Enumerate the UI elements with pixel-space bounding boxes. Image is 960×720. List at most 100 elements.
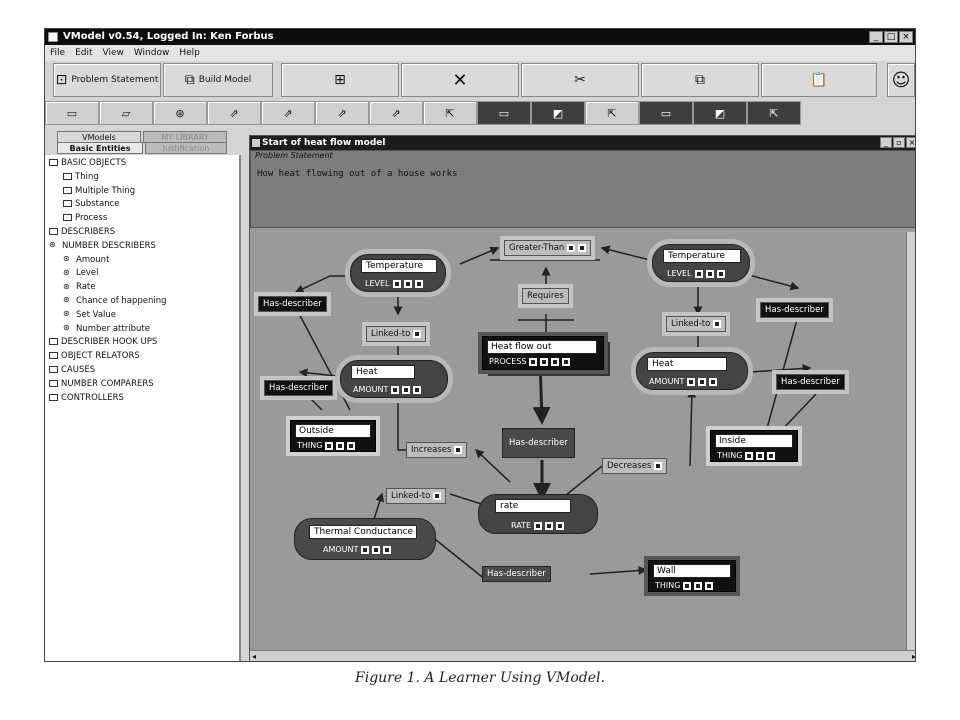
copy-button[interactable]: ⧉: [641, 63, 759, 97]
vertical-scrollbar[interactable]: [906, 232, 915, 652]
tab-basic-entities[interactable]: Basic Entities: [57, 142, 143, 154]
menu-edit[interactable]: Edit: [75, 48, 93, 58]
mini-icon[interactable]: [578, 243, 587, 252]
mini-icon[interactable]: [433, 491, 442, 500]
tree-item[interactable]: NUMBER COMPARERS: [45, 378, 239, 392]
relator-tool-button[interactable]: ⇱: [423, 101, 477, 125]
delete-button[interactable]: ✕: [401, 63, 519, 97]
mini-icon[interactable]: [414, 279, 423, 288]
wall-thing-node[interactable]: Wall THING: [648, 560, 736, 592]
mini-icon[interactable]: [716, 269, 725, 278]
menu-view[interactable]: View: [102, 48, 124, 58]
hookup-tool-2-button[interactable]: ⇗: [261, 101, 315, 125]
mini-icon[interactable]: [687, 377, 696, 386]
mini-icon[interactable]: [683, 581, 692, 590]
node-tree-button[interactable]: ⊞: [281, 63, 399, 97]
tree-item[interactable]: ⊛Chance of happening: [45, 295, 239, 309]
temperature-right-node[interactable]: Temperature LEVEL: [652, 244, 750, 282]
has-describer-center-relation[interactable]: Has-describer: [502, 428, 575, 458]
tree-item[interactable]: ⊛Rate: [45, 281, 239, 295]
increases-relation[interactable]: Increases: [406, 442, 468, 458]
mini-icon[interactable]: [705, 581, 714, 590]
heat-flow-out-process-node[interactable]: Heat flow out PROCESS: [482, 336, 604, 370]
model-close-button[interactable]: ×: [906, 137, 915, 148]
tree-item[interactable]: CONTROLLERS: [45, 392, 239, 406]
tree-item[interactable]: ⊛Number attribute: [45, 323, 239, 337]
tree-item[interactable]: Process: [45, 212, 239, 226]
mini-icon[interactable]: [545, 521, 554, 530]
heat-right-node[interactable]: Heat AMOUNT: [636, 352, 748, 390]
greater-than-relation[interactable]: Greater-Than: [504, 240, 592, 256]
tree-item[interactable]: OBJECT RELATORS: [45, 350, 239, 364]
temperature-left-node[interactable]: Temperature LEVEL: [350, 254, 446, 292]
rate-node[interactable]: rate RATE: [478, 494, 598, 534]
mini-icon[interactable]: [361, 545, 370, 554]
minimize-button[interactable]: _: [869, 31, 883, 43]
mini-icon[interactable]: [325, 441, 334, 450]
mini-icon[interactable]: [372, 545, 381, 554]
problem-statement-text[interactable]: How heat flowing out of a house works: [257, 169, 458, 179]
describer-tool-button[interactable]: ▱: [99, 101, 153, 125]
mini-icon[interactable]: [698, 377, 707, 386]
linked-to-bottom-relation[interactable]: Linked-to: [386, 488, 447, 504]
mini-icon[interactable]: [694, 269, 703, 278]
has-describer-bottom-relation[interactable]: Has-describer: [482, 566, 551, 582]
tree-item[interactable]: DESCRIBER HOOK UPS: [45, 336, 239, 350]
mini-icon[interactable]: [413, 329, 422, 338]
has-describer-3-relation[interactable]: Has-describer: [760, 302, 829, 318]
mini-icon[interactable]: [694, 581, 703, 590]
mini-icon[interactable]: [551, 357, 560, 366]
hookup-tool-1-button[interactable]: ⇗: [207, 101, 261, 125]
model-restore-button[interactable]: ▫: [893, 137, 905, 148]
mini-icon[interactable]: [705, 269, 714, 278]
menu-window[interactable]: Window: [133, 48, 170, 58]
maximize-button[interactable]: □: [884, 31, 898, 43]
mini-icon[interactable]: [540, 357, 549, 366]
outside-thing-node[interactable]: Outside THING: [290, 420, 376, 452]
model-canvas[interactable]: Greater-Than Requires Linked-to Linked-t…: [250, 232, 915, 652]
menu-file[interactable]: File: [50, 48, 66, 58]
tree-item[interactable]: ⊛Amount: [45, 254, 239, 268]
cause-tool-3-button[interactable]: ⇱: [585, 101, 639, 125]
heat-left-node[interactable]: Heat AMOUNT: [340, 360, 448, 398]
thermal-conductance-node[interactable]: Thermal Conductance AMOUNT: [294, 518, 436, 560]
number-tool-button[interactable]: ⊛: [153, 101, 207, 125]
horizontal-scrollbar[interactable]: ◂ ▸: [250, 650, 916, 661]
comparer-tool-1-button[interactable]: ▭: [639, 101, 693, 125]
controller-tool-button[interactable]: ⇱: [747, 101, 801, 125]
comparer-tool-2-button[interactable]: ◩: [693, 101, 747, 125]
tree-item[interactable]: ⊛Set Value: [45, 309, 239, 323]
model-minimize-button[interactable]: _: [880, 137, 892, 148]
mini-icon[interactable]: [654, 461, 663, 470]
has-describer-4-relation[interactable]: Has-describer: [776, 374, 845, 390]
tree-item[interactable]: DESCRIBERS: [45, 226, 239, 240]
mini-icon[interactable]: [713, 319, 722, 328]
mini-icon[interactable]: [392, 279, 401, 288]
tree-item[interactable]: ⊛Level: [45, 267, 239, 281]
mini-icon[interactable]: [529, 357, 538, 366]
build-model-button[interactable]: ⧉ Build Model: [163, 63, 273, 97]
tree-item[interactable]: Substance: [45, 198, 239, 212]
paste-button[interactable]: 📋: [761, 63, 877, 97]
mini-icon[interactable]: [562, 357, 571, 366]
menu-help[interactable]: Help: [179, 48, 200, 58]
mini-icon[interactable]: [745, 451, 754, 460]
scroll-left-icon[interactable]: ◂: [252, 652, 257, 661]
mini-icon[interactable]: [454, 445, 463, 454]
tree-item[interactable]: Thing: [45, 171, 239, 185]
mini-icon[interactable]: [336, 441, 345, 450]
hookup-tool-3-button[interactable]: ⇗: [315, 101, 369, 125]
scroll-right-icon[interactable]: ▸: [911, 652, 916, 661]
mini-icon[interactable]: [347, 441, 356, 450]
close-button[interactable]: ×: [899, 31, 913, 43]
tree-item[interactable]: ⊛NUMBER DESCRIBERS: [45, 240, 239, 254]
inside-thing-node[interactable]: Inside THING: [710, 430, 798, 462]
face-button[interactable]: ☺: [887, 63, 915, 97]
mini-icon[interactable]: [767, 451, 776, 460]
mini-icon[interactable]: [534, 521, 543, 530]
mini-icon[interactable]: [402, 385, 411, 394]
mini-icon[interactable]: [413, 385, 422, 394]
mini-icon[interactable]: [567, 243, 576, 252]
mini-icon[interactable]: [403, 279, 412, 288]
problem-statement-button[interactable]: ⊡ Problem Statement: [53, 63, 161, 97]
